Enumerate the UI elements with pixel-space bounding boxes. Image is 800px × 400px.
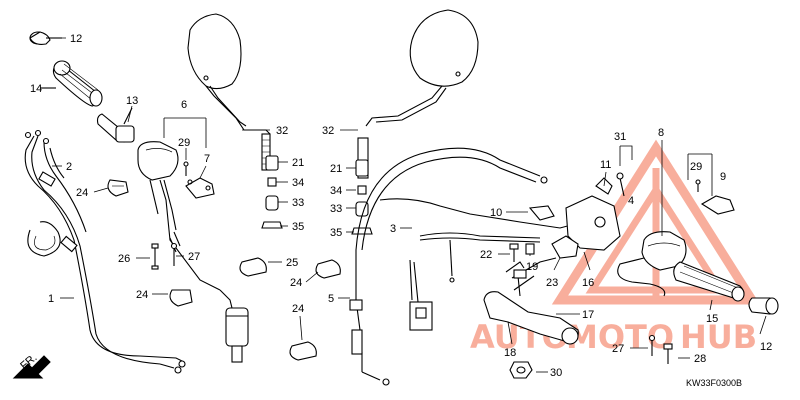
callout-34: 34 xyxy=(292,177,304,189)
callout-16: 16 xyxy=(582,277,594,289)
callout-19: 19 xyxy=(526,261,538,273)
callout-24: 24 xyxy=(290,277,302,289)
mirror-right xyxy=(357,9,479,179)
callout-3: 3 xyxy=(390,223,396,235)
cable-clamp-24b xyxy=(169,289,193,307)
callout-15: 15 xyxy=(706,313,718,325)
right-grip xyxy=(673,261,745,302)
callout-29: 29 xyxy=(690,161,702,173)
callout-18: 18 xyxy=(504,347,516,359)
callout-12: 12 xyxy=(70,33,82,45)
callout-23: 23 xyxy=(546,277,558,289)
callout-24: 24 xyxy=(292,303,304,315)
bolt-27-left xyxy=(170,242,178,266)
callout-10: 10 xyxy=(490,207,502,219)
diagram-code: KW33F0300B xyxy=(686,378,742,388)
callout-4: 4 xyxy=(628,195,634,207)
screw-left xyxy=(183,161,189,176)
callout-5: 5 xyxy=(328,293,334,305)
right-handlebar-switch xyxy=(617,231,687,297)
callout-27: 27 xyxy=(188,251,200,263)
callout-21: 21 xyxy=(292,157,304,169)
switch-wiring-right xyxy=(409,232,541,331)
cable-5 xyxy=(349,250,390,386)
throttle-tube xyxy=(96,107,135,143)
callout-28: 28 xyxy=(694,353,706,365)
cable-assembly-left xyxy=(24,129,186,374)
cable-clamp-24d xyxy=(315,259,341,279)
callout-27: 27 xyxy=(612,343,624,355)
lever-17 xyxy=(483,269,579,345)
bar-end-weight-right xyxy=(748,297,779,315)
left-parts xyxy=(12,13,317,379)
front-arrow xyxy=(12,355,51,379)
left-handlebar-switch xyxy=(137,141,249,363)
screw-right xyxy=(695,179,701,192)
cable-clamp-25 xyxy=(239,257,267,277)
leader-lines xyxy=(44,37,767,373)
callout-6: 6 xyxy=(181,99,187,111)
callout-34: 34 xyxy=(330,185,342,197)
callout-32: 32 xyxy=(322,125,334,137)
callout-33: 33 xyxy=(292,197,304,209)
bolt-22 xyxy=(509,243,519,262)
callout-35: 35 xyxy=(330,227,342,239)
callout-14: 14 xyxy=(30,83,42,95)
cable-3 xyxy=(355,147,591,251)
bolt-28 xyxy=(663,343,673,364)
mirror-left xyxy=(187,13,271,171)
clamp-10 xyxy=(528,205,555,221)
callout-24: 24 xyxy=(76,187,88,199)
callout-30: 30 xyxy=(550,367,562,379)
left-grip xyxy=(40,60,103,107)
watermark-text-suffix: HUB xyxy=(680,318,757,356)
callout-13: 13 xyxy=(126,95,138,107)
callout-7: 7 xyxy=(204,153,210,165)
switch-bracket xyxy=(185,177,215,199)
callout-26: 26 xyxy=(118,253,130,265)
bolt-27-right xyxy=(648,334,656,356)
callout-35: 35 xyxy=(292,221,304,233)
nut-30 xyxy=(509,361,533,379)
callout-22: 22 xyxy=(480,249,492,261)
switch-bracket-right xyxy=(700,195,735,215)
screw-31 xyxy=(616,172,625,197)
callout-9: 9 xyxy=(720,171,726,183)
cable-clamp-24a xyxy=(107,179,129,197)
callout-1: 1 xyxy=(48,293,54,305)
callout-17: 17 xyxy=(582,309,594,321)
callout-12: 12 xyxy=(760,341,772,353)
bolt-26 xyxy=(151,243,159,270)
callout-2: 2 xyxy=(66,161,72,173)
brake-lever-assembly xyxy=(505,177,621,291)
right-parts xyxy=(315,9,779,386)
cable-clamp-24c xyxy=(289,341,317,361)
callout-32: 32 xyxy=(276,125,288,137)
callout-labels: 12 14 13 6 29 7 2 24 32 21 34 33 35 26 2… xyxy=(18,33,772,388)
callout-11: 11 xyxy=(600,159,611,171)
nut-19 xyxy=(525,243,535,255)
watermark-text-middle: MOTO xyxy=(566,318,674,356)
callout-31: 31 xyxy=(614,131,626,143)
callout-24: 24 xyxy=(136,289,148,301)
callout-29: 29 xyxy=(178,137,190,149)
callout-33: 33 xyxy=(330,203,342,215)
callout-25: 25 xyxy=(286,257,298,269)
callout-21: 21 xyxy=(330,163,342,175)
callout-8: 8 xyxy=(658,127,664,139)
